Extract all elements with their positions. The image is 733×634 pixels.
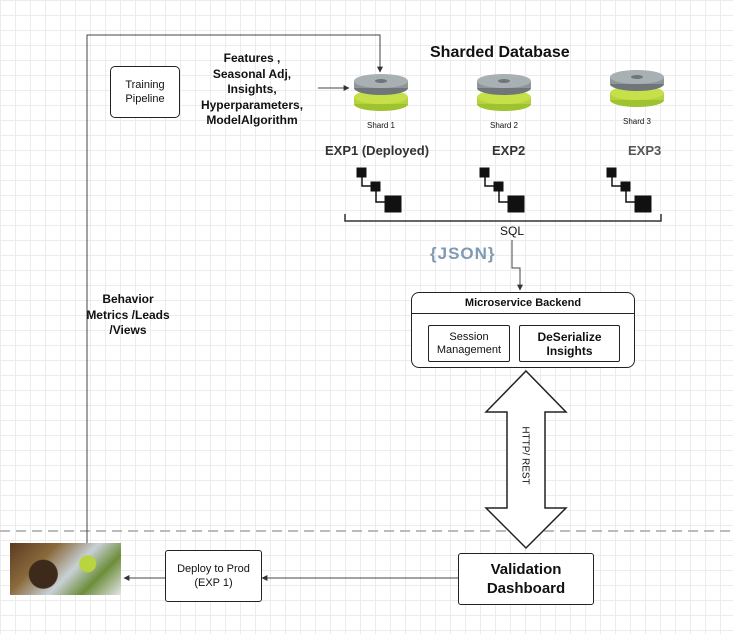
exp3-label: EXP3: [628, 143, 662, 158]
shard-1-label: Shard 1: [366, 121, 396, 130]
experiments-bracket: [344, 214, 662, 222]
http-rest-label: HTTP/ REST: [519, 426, 531, 485]
shard-1-disk-icon: [354, 74, 408, 111]
microservice-divider: [412, 313, 634, 314]
page-title: Sharded Database: [430, 44, 570, 61]
exp1-label: EXP1 (Deployed): [325, 143, 430, 158]
deserialize-insights-label: DeSerialize Insights: [537, 329, 602, 358]
sql-arrow: [511, 240, 523, 291]
behavior-metrics-text: Behavior Metrics /Leads /Views: [86, 292, 170, 337]
model-3-icon: [606, 167, 652, 213]
session-management-label: Session Management: [436, 330, 502, 356]
training-pipeline-label: Training Pipeline: [125, 79, 165, 105]
behavior-feedback-arrow: [86, 34, 383, 543]
training-pipeline-box[interactable]: Training Pipeline: [110, 66, 180, 118]
users-photo: [10, 543, 121, 595]
shard-2-label: Shard 2: [489, 121, 519, 130]
sql-label: SQL: [500, 224, 525, 238]
deserialize-insights-box[interactable]: DeSerialize Insights: [519, 325, 620, 362]
deploy-to-prod-label: Deploy to Prod (EXP 1): [177, 563, 250, 589]
model-1-icon: [356, 167, 402, 213]
microservice-title: Microservice Backend: [464, 297, 582, 309]
validation-dashboard-box[interactable]: Validation Dashboard: [458, 553, 594, 605]
exp2-label: EXP2: [492, 143, 526, 158]
deploy-to-prod-box[interactable]: Deploy to Prod (EXP 1): [165, 550, 262, 602]
session-management-box[interactable]: Session Management: [428, 325, 510, 362]
features-list-text: Features , Seasonal Adj, Insights, Hyper…: [200, 51, 304, 127]
validation-dashboard-label: Validation Dashboard: [486, 561, 566, 597]
http-double-arrow: [484, 369, 568, 550]
shard-2-disk-icon: [477, 74, 531, 111]
shard-3-disk-icon: [610, 70, 664, 107]
json-label: {JSON}: [430, 244, 496, 263]
shard-3-label: Shard 3: [622, 117, 652, 126]
model-2-icon: [479, 167, 525, 213]
